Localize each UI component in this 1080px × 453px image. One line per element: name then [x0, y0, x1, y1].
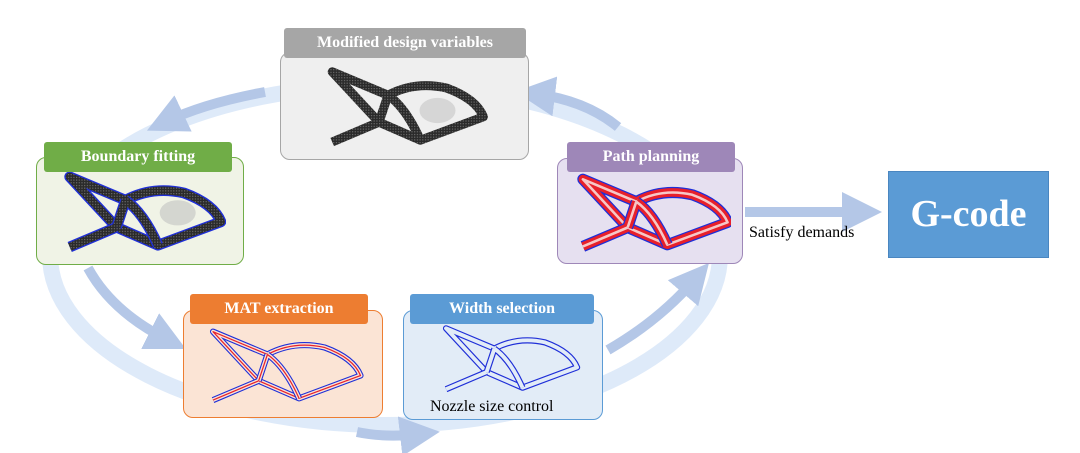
gcode-output-box: G-code — [888, 171, 1049, 258]
mat-extraction-tab: MAT extraction — [190, 294, 368, 324]
nozzle-size-caption: Nozzle size control — [430, 398, 554, 415]
arrow-mat-to-width — [355, 416, 440, 453]
boundary-fitting-tab: Boundary fitting — [44, 142, 232, 172]
step-card-mat-extraction — [183, 310, 383, 418]
arrow-width-to-path — [605, 262, 710, 355]
step-card-path-planning — [557, 158, 743, 264]
step-card-width-selection: Nozzle size control — [403, 310, 603, 420]
step-card-boundary-fitting — [36, 157, 244, 265]
path-planning-shape — [577, 173, 731, 252]
width-selection-shape — [442, 325, 581, 393]
modified-design-tab: Modified design variables — [284, 28, 526, 58]
step-card-modified-design — [280, 52, 529, 160]
path-planning-tab: Path planning — [567, 142, 735, 172]
satisfy-demands-label: Satisfy demands — [749, 224, 855, 241]
arrow-path-to-design — [515, 76, 622, 131]
boundary-fitting-shape — [64, 171, 226, 252]
modified-design-shape — [327, 67, 488, 147]
width-selection-tab: Width selection — [410, 294, 594, 324]
arrow-boundary-to-mat — [83, 265, 186, 349]
mat-extraction-shape — [209, 328, 364, 403]
arrow-design-to-boundary — [146, 87, 266, 132]
